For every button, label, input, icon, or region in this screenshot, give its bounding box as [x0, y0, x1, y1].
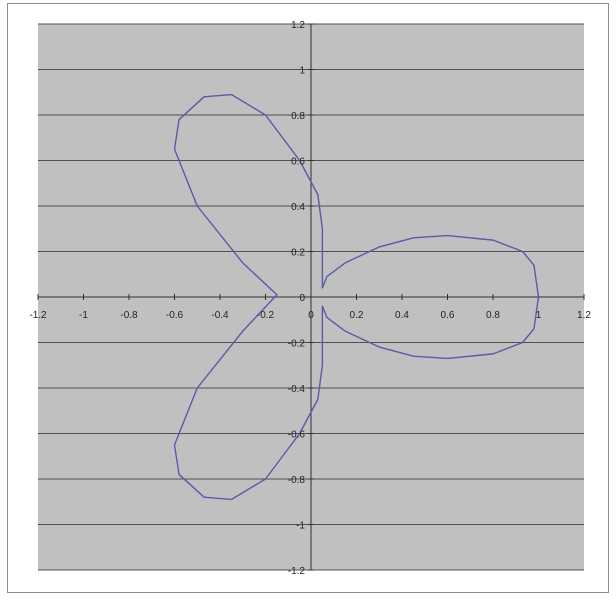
- y-tick-label: -0.8: [288, 475, 306, 486]
- y-tick-label: 0.8: [291, 111, 305, 122]
- y-tick-label: -0.4: [288, 384, 306, 395]
- curve-layer: [173, 93, 540, 501]
- x-tick-label: 0.8: [486, 310, 500, 321]
- y-tick-label: 0.2: [291, 248, 305, 259]
- x-tick-label: -0.8: [120, 310, 138, 321]
- y-tick-labels: 1.2 1 0.8 0.6 0.4 0.2 0 -0.2 -0.4 -0.6 -0.8 -1 -1.2: [288, 20, 306, 577]
- y-tick-label: 0: [299, 293, 305, 304]
- x-tick-label: 0.2: [350, 310, 364, 321]
- x-tick-label: -0.2: [257, 310, 275, 321]
- y-tick-label: 1.2: [291, 20, 305, 31]
- x-tick-label: -0.4: [211, 310, 229, 321]
- x-tick-label: 0.4: [395, 310, 409, 321]
- axes: [37, 23, 585, 571]
- x-tick-label: 0: [308, 310, 314, 321]
- x-tick-label: -1: [79, 310, 88, 321]
- x-tick-label: -0.6: [166, 310, 184, 321]
- x-tick-label: 0.6: [441, 310, 455, 321]
- y-tick-label: 1: [299, 66, 305, 77]
- y-tick-label: -0.2: [288, 339, 306, 350]
- x-tick-label: 1: [536, 310, 542, 321]
- y-tick-label: -1: [296, 521, 305, 532]
- y-tick-label: -1.2: [288, 566, 306, 577]
- x-tick-label: 1.2: [577, 310, 591, 321]
- x-tick-label: -1.2: [29, 310, 47, 321]
- y-tick-label: -0.6: [288, 430, 306, 441]
- rose-curve-line: [173, 93, 540, 501]
- y-tick-label: 0.4: [291, 202, 305, 213]
- x-tick-labels: -1.2 -1 -0.8 -0.6 -0.4 -0.2 0 0.2 0.4 0.6 0.8 1 1.2: [29, 310, 591, 321]
- y-tick-label: 0.6: [291, 157, 305, 168]
